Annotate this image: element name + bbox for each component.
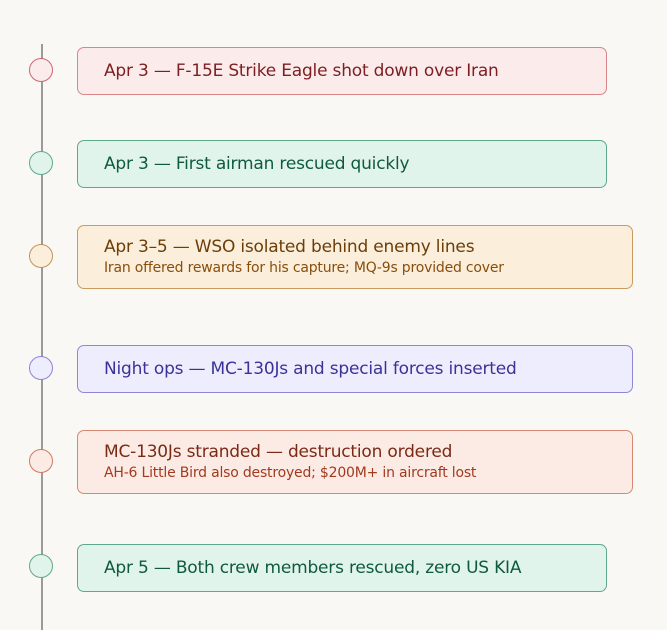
timeline-event: Apr 3–5 — WSO isolated behind enemy line… [77, 225, 633, 289]
timeline-event: Apr 3 — F-15E Strike Eagle shot down ove… [77, 47, 607, 95]
event-title: Apr 3 — F-15E Strike Eagle shot down ove… [104, 61, 499, 81]
timeline-marker [29, 244, 53, 268]
timeline-event: Apr 3 — First airman rescued quickly [77, 140, 607, 188]
timeline-event: Apr 5 — Both crew members rescued, zero … [77, 544, 607, 592]
timeline-marker [29, 356, 53, 380]
event-title: Apr 3–5 — WSO isolated behind enemy line… [104, 237, 475, 257]
timeline-marker [29, 151, 53, 175]
event-title: Apr 3 — First airman rescued quickly [104, 154, 410, 174]
event-title: Apr 5 — Both crew members rescued, zero … [104, 558, 522, 578]
timeline-event: MC-130Js stranded — destruction ordered … [77, 430, 633, 494]
event-subtitle: AH-6 Little Bird also destroyed; $200M+ … [104, 465, 477, 481]
timeline-event: Night ops — MC-130Js and special forces … [77, 345, 633, 393]
timeline-axis [41, 44, 43, 630]
timeline-marker [29, 554, 53, 578]
timeline-marker [29, 58, 53, 82]
event-title: MC-130Js stranded — destruction ordered [104, 442, 453, 462]
event-title: Night ops — MC-130Js and special forces … [104, 359, 517, 379]
timeline-marker [29, 449, 53, 473]
event-subtitle: Iran offered rewards for his capture; MQ… [104, 260, 504, 276]
